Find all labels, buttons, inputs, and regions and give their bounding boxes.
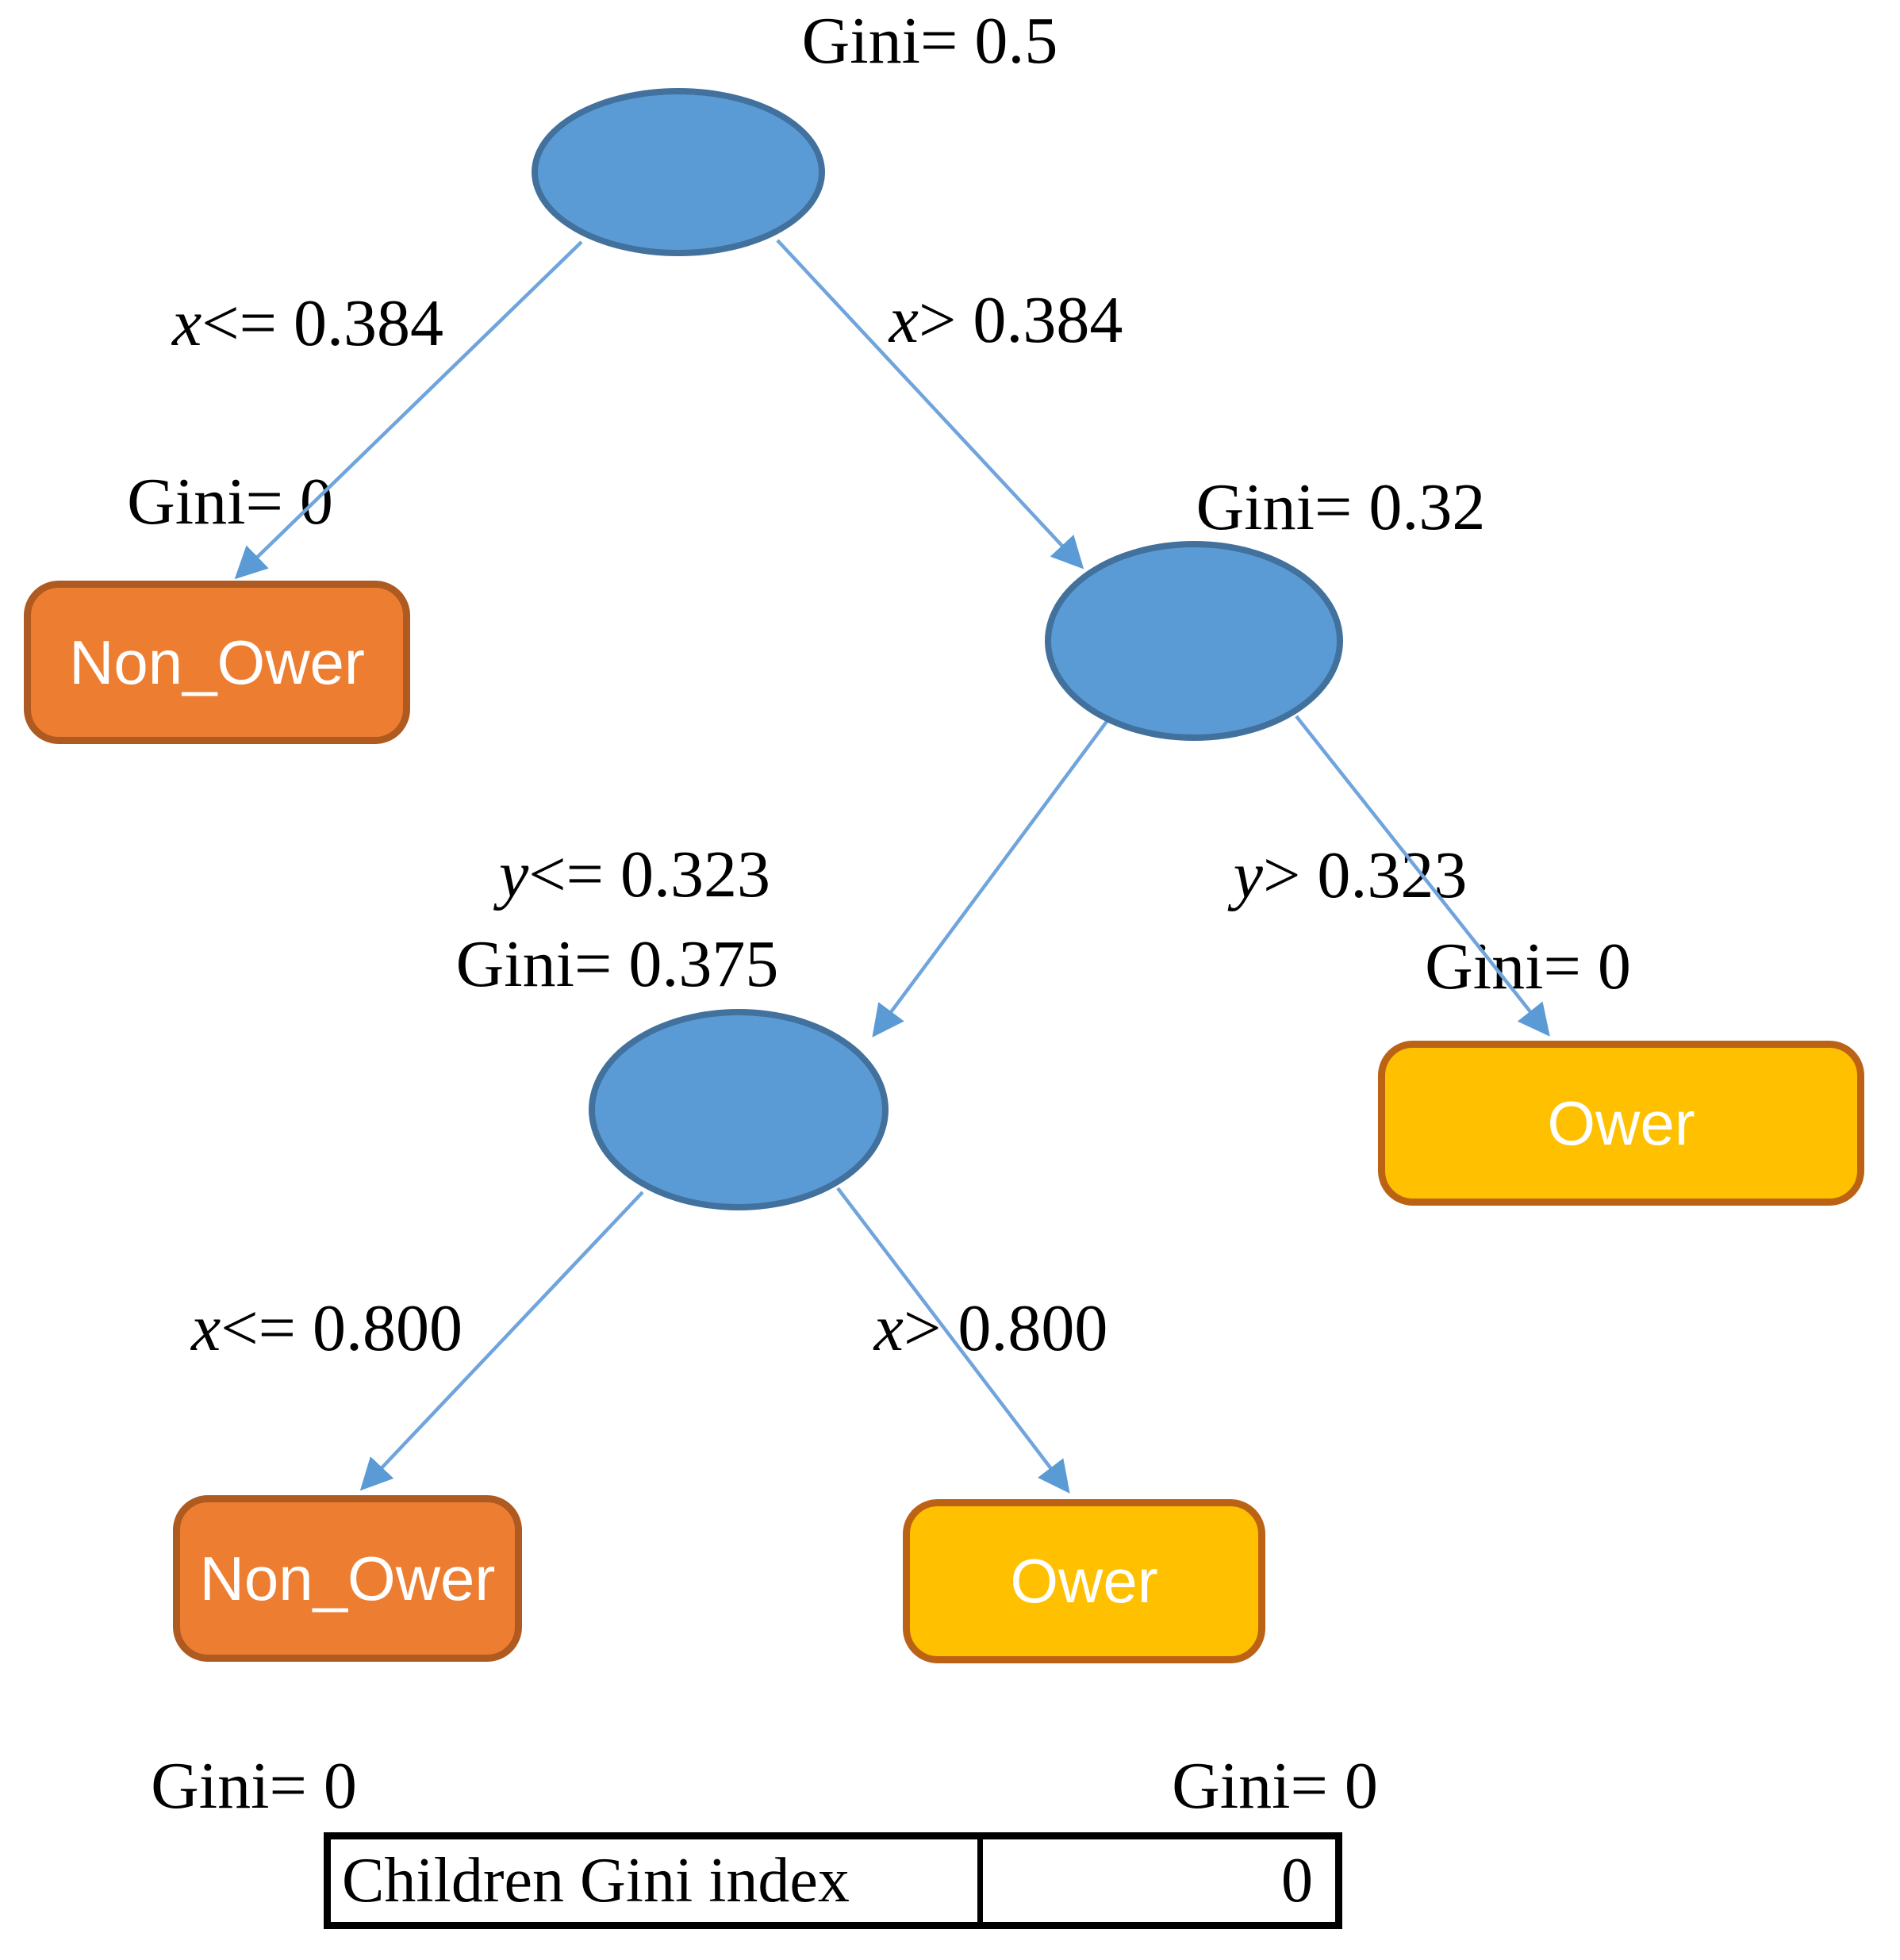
table-value-text: 0 — [1281, 1845, 1313, 1916]
gini-text: Gini= 0 — [1172, 1748, 1378, 1823]
leaf-label: Non_Ower — [199, 1543, 496, 1613]
root-decision-node — [532, 88, 825, 256]
edge-var: y — [1233, 838, 1263, 912]
gini-text: Gini= 0 — [127, 464, 333, 539]
table-value-cell: 0 — [983, 1839, 1335, 1922]
decision-node-2 — [1045, 541, 1343, 741]
gini-label-node3: Gini= 0.375 — [455, 926, 779, 1001]
decision-node-3 — [589, 1009, 889, 1210]
gini-text: Gini= 0.32 — [1196, 470, 1486, 544]
gini-label-bottom-left: Gini= 0 — [151, 1751, 357, 1821]
edge-var: x — [873, 1291, 904, 1365]
edge-condition: <= 0.384 — [202, 286, 444, 360]
edge-label-root-right: x> 0.384 — [889, 282, 1123, 357]
leaf-non-ower-bottom: Non_Ower — [173, 1495, 522, 1662]
gini-text: Gini= 0.375 — [455, 926, 779, 1001]
gini-label-bottom-right: Gini= 0 — [1172, 1751, 1378, 1821]
root-gini-label: Gini= 0.5 — [802, 6, 1058, 76]
gini-text: Gini= 0 — [151, 1748, 357, 1823]
edge-var: y — [498, 837, 529, 911]
table-label-text: Children Gini index — [342, 1845, 850, 1916]
leaf-non-ower-left: Non_Ower — [24, 581, 410, 744]
root-gini-text: Gini= 0.5 — [801, 3, 1058, 78]
edge-condition: > 0.800 — [903, 1291, 1108, 1365]
leaf-ower-right: Ower — [1378, 1041, 1864, 1206]
gini-label-right-leaf: Gini= 0 — [1425, 929, 1631, 1003]
edge-var: x — [889, 282, 919, 357]
edge-label-n2-right: y> 0.323 — [1233, 838, 1468, 912]
gini-label-left-leaf: Gini= 0 — [127, 464, 333, 539]
gini-text: Gini= 0 — [1425, 929, 1631, 1003]
edge-var: x — [190, 1291, 221, 1365]
edge-label-n3-right: x> 0.800 — [873, 1291, 1108, 1365]
leaf-ower-bottom: Ower — [903, 1499, 1265, 1663]
leaf-label: Non_Ower — [69, 627, 365, 697]
edge-var: x — [171, 286, 202, 360]
arrow-node2-to-node3 — [872, 718, 1110, 1038]
edge-label-root-left: x<= 0.384 — [171, 286, 444, 360]
edge-condition: > 0.323 — [1262, 838, 1468, 912]
edge-condition: <= 0.800 — [221, 1291, 463, 1365]
edge-label-n3-left: x<= 0.800 — [190, 1291, 463, 1365]
children-gini-table: Children Gini index 0 — [324, 1832, 1342, 1929]
table-label-cell: Children Gini index — [331, 1839, 983, 1922]
edge-label-n2-left: y<= 0.323 — [498, 837, 771, 911]
edge-condition: <= 0.323 — [528, 837, 771, 911]
leaf-label: Ower — [1547, 1087, 1695, 1158]
leaf-label: Ower — [1010, 1546, 1158, 1616]
gini-label-node2: Gini= 0.32 — [1196, 470, 1486, 544]
edge-condition: > 0.384 — [918, 282, 1123, 357]
